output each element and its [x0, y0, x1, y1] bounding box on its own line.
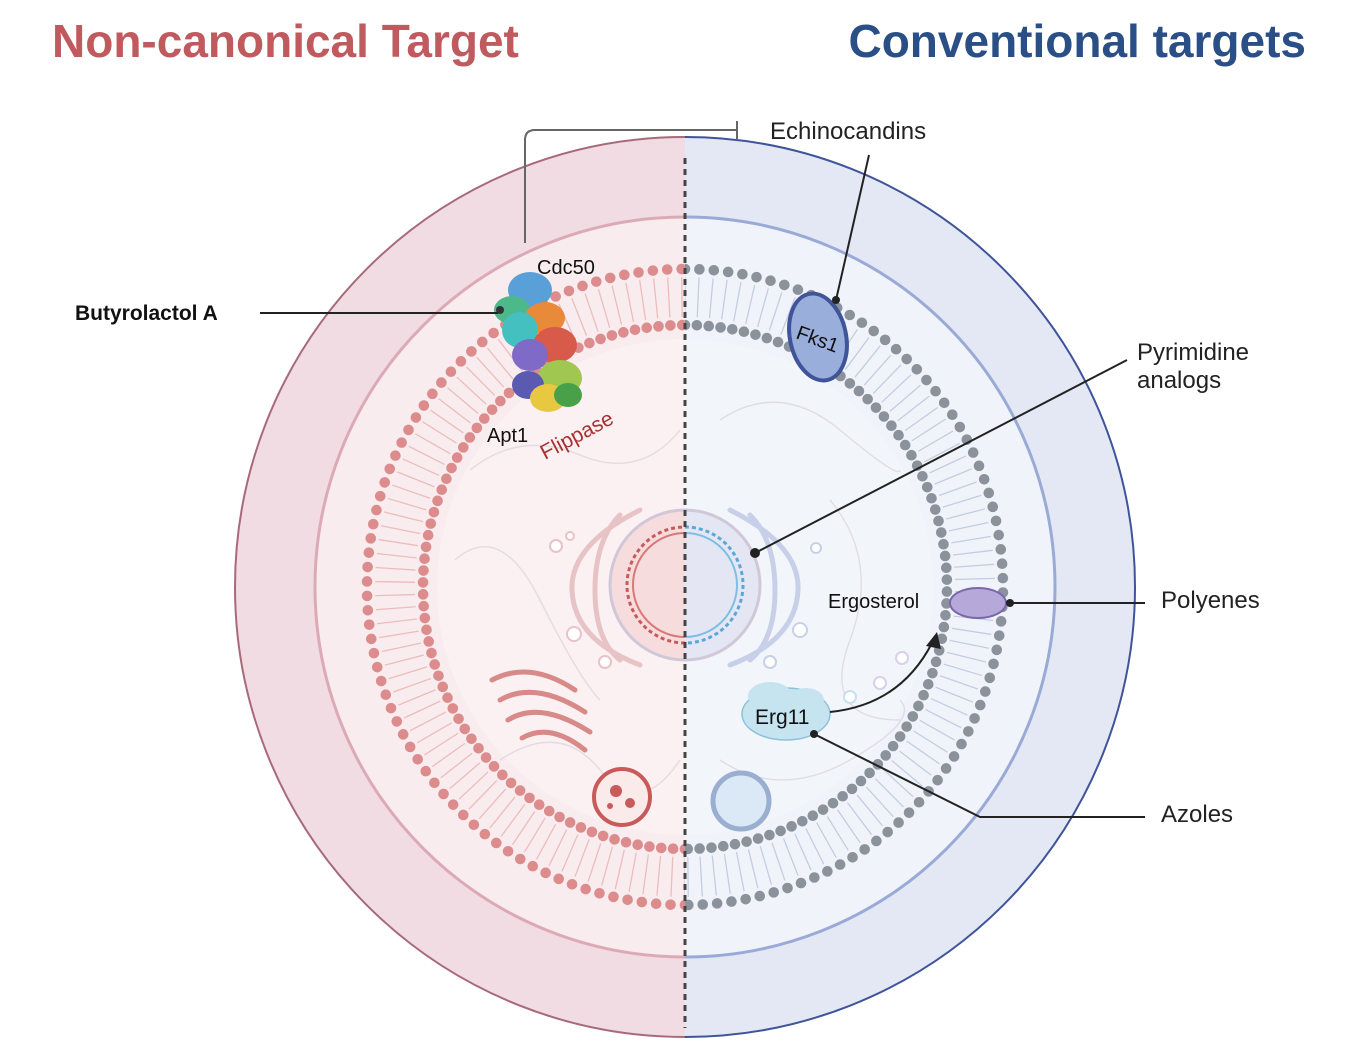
vesicles: [549, 531, 822, 669]
polyenes-label: Polyenes: [1161, 587, 1260, 614]
cytoskeleton-filaments: [454, 401, 906, 794]
apt1-label: Apt1: [487, 425, 528, 447]
ergosterol-label: Ergosterol: [828, 591, 919, 613]
vacuole-icon-left: [592, 767, 652, 827]
nucleus-icon: [608, 508, 762, 662]
pyrimidine-label-1: Pyrimidine: [1137, 339, 1249, 366]
left-title: Non-canonical Target: [52, 15, 519, 67]
enzyme-icon: [741, 682, 831, 741]
lipid-droplet-icon: [949, 587, 1014, 619]
vacuole-icon-right: [710, 770, 772, 832]
right-title: Conventional targets: [848, 15, 1306, 67]
golgi-icon: [489, 669, 593, 753]
leader-lines: [260, 121, 1145, 818]
cdc50-label: Cdc50: [537, 257, 595, 279]
synthesis-arrow: [829, 632, 941, 713]
echinocandins-label: Echinocandins: [770, 118, 926, 145]
butyrolactol-label: Butyrolactol A: [75, 302, 218, 325]
protein-structure-icon: [494, 272, 582, 412]
membrane-protein-icon: [787, 291, 849, 383]
endoplasmic-reticulum: [569, 507, 801, 668]
erg11-label: Erg11: [755, 706, 809, 729]
azoles-label: Azoles: [1161, 801, 1233, 828]
pyrimidine-label-2: analogs: [1137, 367, 1221, 394]
